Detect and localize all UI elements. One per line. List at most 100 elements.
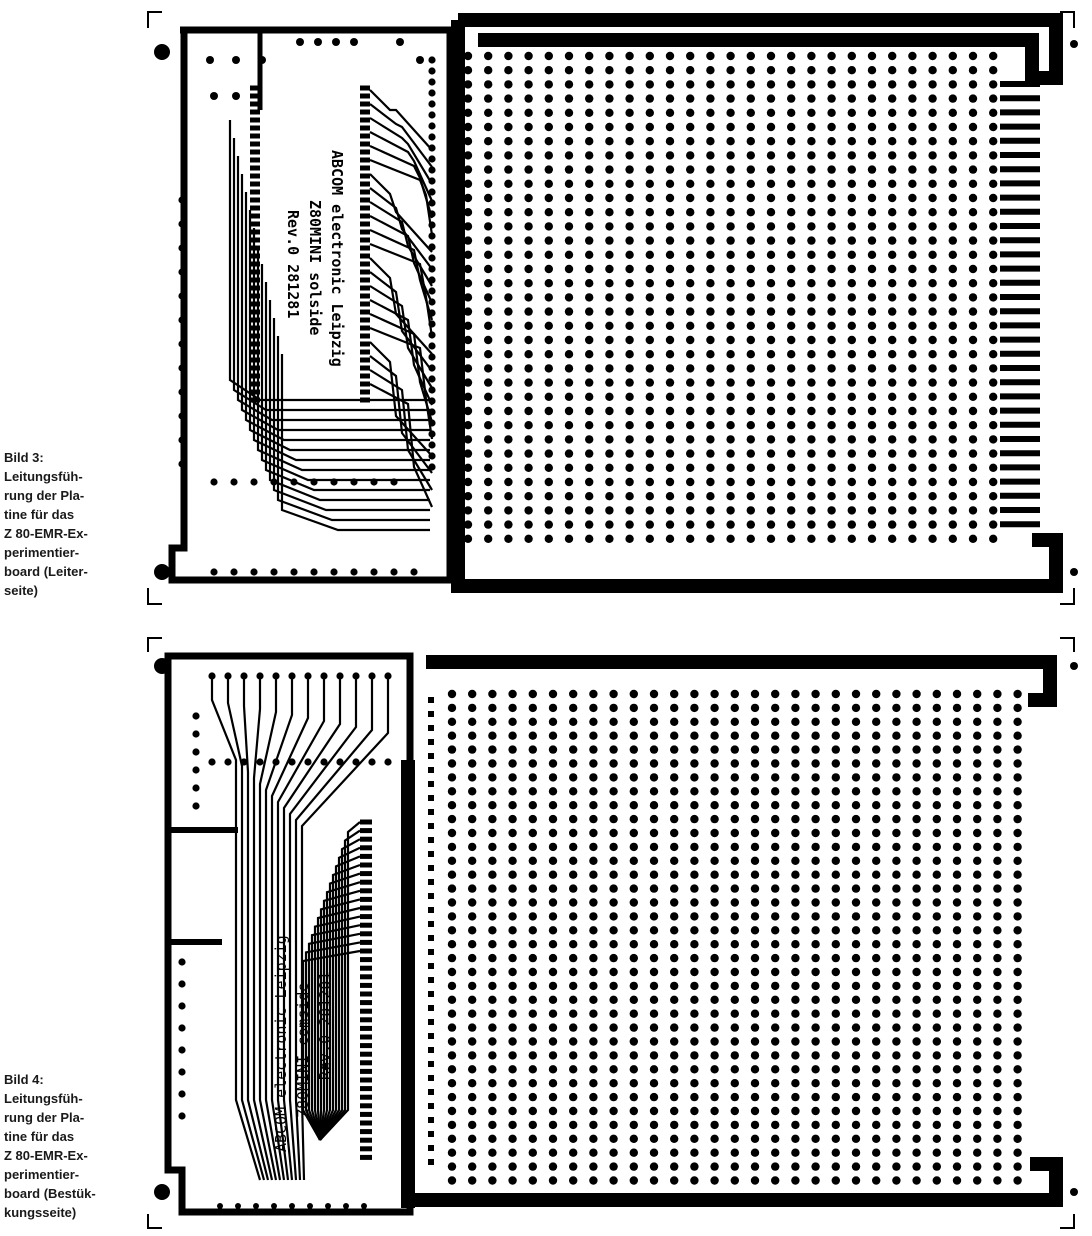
grid-hole: [670, 940, 679, 949]
grid-hole: [948, 222, 957, 231]
signal-trace: [319, 855, 361, 1141]
grid-hole: [488, 1065, 497, 1074]
grid-hole: [811, 870, 820, 879]
grid-hole: [528, 940, 537, 949]
edge-pad: [428, 1033, 434, 1039]
grid-hole: [766, 406, 776, 416]
grid-hole: [989, 477, 998, 487]
edge-pad: [428, 921, 434, 927]
grid-hole: [649, 828, 659, 838]
via-pad: [428, 155, 436, 163]
grid-hole: [488, 1092, 497, 1102]
grid-hole: [447, 1065, 457, 1074]
grid-hole: [548, 1162, 558, 1171]
grid-hole: [973, 1106, 982, 1116]
grid-hole: [892, 1106, 901, 1116]
grid-hole: [589, 1148, 598, 1157]
grid-hole: [609, 1106, 618, 1116]
grid-hole: [787, 279, 796, 288]
grid-hole: [827, 378, 836, 387]
grid-hole: [750, 1023, 760, 1032]
grid-hole: [528, 884, 537, 893]
grid-hole: [989, 108, 998, 118]
grid-hole: [564, 534, 574, 543]
grid-hole: [463, 51, 473, 61]
grid-hole: [888, 350, 897, 359]
grid-hole: [993, 967, 1002, 977]
grid-hole: [948, 392, 957, 401]
grid-hole: [750, 1051, 760, 1060]
grid-hole: [609, 828, 618, 838]
caption-line: Bild 3:: [4, 450, 44, 465]
grid-hole: [706, 208, 715, 217]
grid-hole: [888, 435, 897, 444]
grid-hole: [746, 435, 755, 444]
grid-hole: [690, 814, 699, 824]
grid-hole: [463, 321, 473, 330]
grid-hole: [686, 506, 695, 515]
ground-trace: [408, 1157, 1063, 1207]
grid-hole: [589, 898, 598, 907]
grid-hole: [524, 534, 533, 543]
grid-hole: [766, 222, 776, 231]
grid-hole: [766, 463, 776, 472]
grid-hole: [544, 520, 553, 529]
signal-trace: [369, 383, 434, 508]
via-pad: [428, 441, 436, 449]
grid-hole: [665, 321, 675, 330]
grid-hole: [928, 307, 937, 316]
grid-hole: [1013, 1148, 1022, 1157]
grid-hole: [649, 1092, 659, 1102]
grid-hole: [548, 981, 558, 991]
via-pad: [320, 758, 328, 766]
grid-hole: [827, 307, 836, 316]
grid-hole: [548, 995, 558, 1004]
grid-hole: [908, 435, 917, 444]
grid-hole: [463, 534, 473, 543]
grid-hole: [447, 1134, 457, 1144]
grid-hole: [528, 1037, 537, 1046]
grid-hole: [524, 250, 533, 259]
grid-hole: [670, 773, 679, 782]
grid-hole: [847, 94, 856, 103]
grid-hole: [625, 378, 634, 387]
grid-hole: [847, 421, 856, 430]
signal-trace: [369, 131, 434, 202]
ic-pad: [360, 1103, 372, 1109]
grid-hole: [548, 1023, 558, 1032]
via-pad: [217, 1203, 223, 1209]
grid-hole: [787, 165, 796, 174]
grid-hole: [544, 421, 553, 430]
signal-trace: [369, 187, 433, 270]
grid-hole: [851, 870, 861, 879]
grid-hole: [811, 856, 820, 865]
caption-bild-4: Bild 4: Leitungsfüh- rung der Pla- tine …: [4, 1070, 124, 1222]
via-pad: [272, 758, 280, 766]
grid-hole: [932, 1120, 941, 1130]
grid-hole: [766, 279, 776, 288]
grid-hole: [670, 703, 679, 713]
grid-hole: [508, 1092, 517, 1102]
grid-hole: [948, 335, 957, 345]
caption-line: tine für das: [4, 1129, 75, 1144]
grid-hole: [484, 137, 493, 146]
grid-hole: [468, 1120, 477, 1130]
grid-hole: [1013, 759, 1022, 768]
grid-hole: [787, 392, 796, 401]
ground-trace: [451, 20, 1063, 593]
grid-hole: [888, 193, 897, 203]
grid-hole: [484, 492, 493, 501]
grid-hole: [504, 321, 513, 330]
grid-hole: [508, 967, 517, 977]
grid-hole: [548, 870, 558, 879]
grid-hole: [629, 995, 638, 1004]
via-pad: [210, 92, 218, 100]
grid-hole: [912, 953, 921, 963]
grid-hole: [928, 250, 937, 259]
grid-hole: [807, 435, 816, 444]
grid-hole: [544, 463, 553, 472]
grid-hole: [629, 787, 638, 796]
grid-hole: [690, 1162, 699, 1171]
grid-hole: [447, 1009, 457, 1018]
grid-hole: [564, 307, 574, 316]
